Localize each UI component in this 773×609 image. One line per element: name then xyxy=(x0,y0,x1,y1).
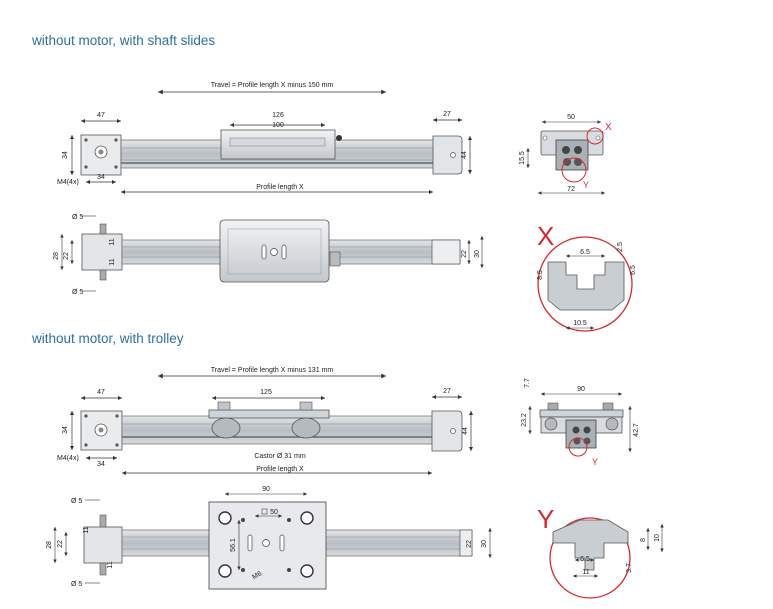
s2-castor-label: Castor Ø 31 mm xyxy=(254,453,306,460)
s2-shaft-11a: 11 xyxy=(83,526,90,533)
detail-y-8: 8 xyxy=(640,538,647,542)
s1-cs-15-5: 15.5 xyxy=(519,151,526,165)
section2-front-view: Travel = Profile length X minus 131 mm 4… xyxy=(57,367,474,476)
s1-shaft-diameter-bottom: Ø 5 xyxy=(72,289,83,296)
s2-cs-marker-y: Y xyxy=(592,457,598,467)
detail-y-11: 11 xyxy=(582,569,589,576)
s2-plate-56-1: 56.1 xyxy=(230,538,237,552)
s2-dim-125: 125 xyxy=(260,389,272,396)
section2-cross-section: 90 7.7 Y 23.2 42.7 xyxy=(521,378,640,467)
detail-x-2-5: 2.5 xyxy=(617,242,624,252)
s1-dim-34-v: 34 xyxy=(62,151,69,159)
s2-end-22: 22 xyxy=(466,540,473,548)
detail-x-letter: X xyxy=(537,221,554,251)
section1-heading: without motor, with shaft slides xyxy=(32,33,216,48)
section1-side-view: Ø 5 Ø 5 11 11 28 22 22 30 xyxy=(53,214,484,296)
detail-y-3-7: 3.7 xyxy=(626,563,633,573)
detail-x-8-5: 8.5 xyxy=(537,270,544,280)
s2-side-22: 22 xyxy=(57,540,64,548)
s2-mount-holes: M4(4x) xyxy=(57,455,79,462)
s1-shaft-11a: 11 xyxy=(109,238,116,245)
s2-dim-44: 44 xyxy=(462,427,469,435)
s1-shaft-11b: 11 xyxy=(109,258,116,265)
detail-x-10-5: 10.5 xyxy=(573,320,587,327)
s2-thread-m6: M6 xyxy=(251,570,263,581)
s2-dim-47: 47 xyxy=(97,389,105,396)
s2-travel-label: Travel = Profile length X minus 131 mm xyxy=(211,367,334,374)
detail-y-6-5: 6.5 xyxy=(580,556,590,563)
s2-plate-50: 50 xyxy=(270,509,278,516)
s2-cs-23-2: 23.2 xyxy=(521,413,528,427)
s2-side-28: 28 xyxy=(46,541,53,549)
s1-profile-length: Profile length X xyxy=(256,184,304,191)
section2-heading: without motor, with trolley xyxy=(32,331,184,346)
s2-shaft-11b: 11 xyxy=(107,561,114,568)
s2-dim-34-h: 34 xyxy=(97,461,105,468)
section2-top-view: 50 90 56.1 M6 Ø 5 Ø 5 11 11 28 22 22 30 xyxy=(46,486,492,590)
s1-dim-44: 44 xyxy=(461,151,468,159)
s2-cs-42-7: 42.7 xyxy=(633,423,640,437)
s1-mount-holes: M4(4x) xyxy=(57,179,79,186)
section1-cross-section: 50 X Y 15.5 72 xyxy=(519,114,612,195)
s1-dim-100: 100 xyxy=(272,122,284,129)
detail-y-10: 10 xyxy=(654,534,661,542)
s1-shaft-diameter-top: Ø 5 xyxy=(72,214,83,221)
s1-cs-50: 50 xyxy=(567,114,575,121)
s1-travel-label: Travel = Profile length X minus 150 mm xyxy=(211,82,334,89)
s1-end-22: 22 xyxy=(461,250,468,258)
s2-dim-34-v: 34 xyxy=(62,426,69,434)
s1-cs-72: 72 xyxy=(567,186,575,193)
detail-x: X 6.5 2.5 6.5 8.5 10.5 xyxy=(537,221,637,332)
detail-y-letter: Y xyxy=(537,504,554,534)
s1-side-28: 28 xyxy=(53,252,60,260)
s2-shaft-diameter-bottom: Ø 5 xyxy=(71,581,82,588)
s1-dim-27: 27 xyxy=(443,111,451,118)
s2-plate-90: 90 xyxy=(262,486,270,493)
detail-x-6-5-top: 6.5 xyxy=(580,249,590,256)
detail-x-6-5-side: 6.5 xyxy=(630,265,637,275)
s1-cs-marker-y: Y xyxy=(583,180,589,190)
s1-dim-47: 47 xyxy=(97,112,105,119)
s2-cs-7-7: 7.7 xyxy=(524,378,531,388)
s2-shaft-diameter-top: Ø 5 xyxy=(71,498,82,505)
s2-dim-27: 27 xyxy=(443,388,451,395)
s1-side-22: 22 xyxy=(63,252,70,260)
s2-profile-length: Profile length X xyxy=(256,466,304,473)
s2-cs-90: 90 xyxy=(577,386,585,393)
detail-y: Y 6.5 11 8 10 3.7 xyxy=(537,504,664,599)
s1-cs-marker-x: X xyxy=(605,122,612,133)
s1-end-30: 30 xyxy=(474,250,481,258)
section1-front-view: Travel = Profile length X minus 150 mm 4… xyxy=(57,82,473,195)
s1-dim-126: 126 xyxy=(272,112,284,119)
s1-dim-34-h: 34 xyxy=(97,174,105,181)
s2-end-30: 30 xyxy=(481,540,488,548)
